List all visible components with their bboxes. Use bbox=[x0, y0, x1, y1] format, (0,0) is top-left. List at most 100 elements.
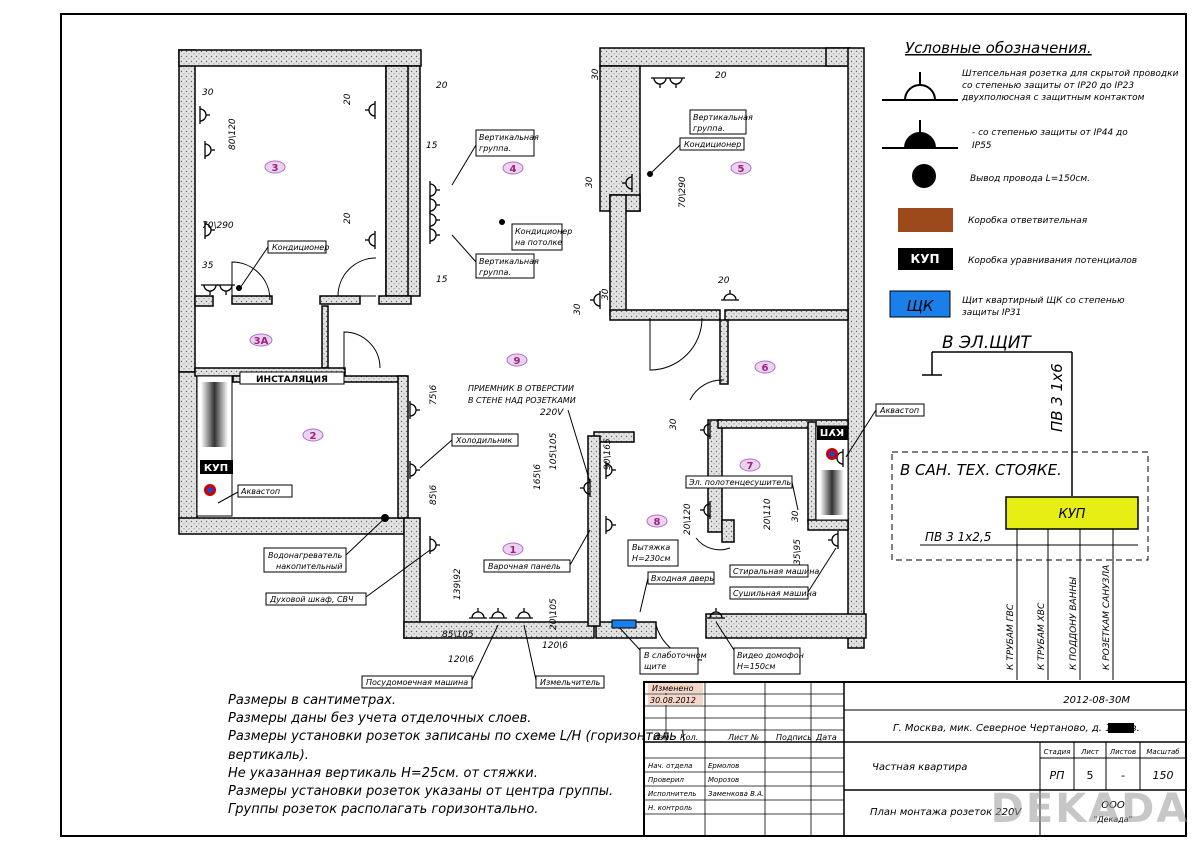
svg-text:Кол.: Кол. bbox=[680, 733, 698, 742]
svg-text:Частная квартира: Частная квартира bbox=[872, 762, 967, 773]
svg-text:Дата: Дата bbox=[815, 733, 837, 742]
kup-box-left: КУП bbox=[200, 460, 233, 496]
dim: 80\120 bbox=[228, 118, 238, 150]
dim: 70\290 bbox=[202, 221, 234, 231]
legend-title: Условные обозначения. bbox=[905, 39, 1092, 57]
note-line: Размеры установки розеток записаны по сх… bbox=[228, 729, 686, 745]
riser-branch: К РОЗЕТКАМ САНУЗЛА bbox=[1102, 565, 1112, 670]
label-heater-b: накопительный bbox=[276, 562, 342, 571]
dim: 20\105 bbox=[549, 598, 559, 630]
svg-text:Листов: Листов bbox=[1109, 748, 1136, 756]
dim: 35\95 bbox=[793, 539, 803, 565]
label-vert2-a: Вертикальная bbox=[479, 257, 539, 266]
room-marker: 9 bbox=[506, 353, 528, 367]
dim: 20 bbox=[718, 276, 730, 286]
label-hood-b: H=230см bbox=[632, 554, 670, 563]
legend: Условные обозначения. Штепсельная розетк… bbox=[882, 39, 1179, 318]
room-number: 3 bbox=[272, 163, 279, 174]
room-number: 7 bbox=[747, 461, 754, 472]
dim: 30 bbox=[573, 303, 583, 315]
dim: 139\92 bbox=[453, 568, 463, 600]
dim: 20 bbox=[343, 212, 353, 224]
svg-text:ЩК: ЩК bbox=[906, 297, 934, 315]
label-hob: Варочная панель bbox=[488, 562, 561, 571]
svg-text:Заменкова В.А.: Заменкова В.А. bbox=[708, 790, 764, 798]
label-ac1: Кондиционер bbox=[272, 243, 329, 252]
note-line: Размеры установки розеток указаны от цен… bbox=[228, 784, 614, 800]
label-oven: Духовой шкаф, СВЧ bbox=[269, 595, 354, 604]
dim: 20 bbox=[715, 71, 727, 81]
dim: 30 bbox=[601, 288, 611, 300]
panel-shk bbox=[611, 619, 637, 629]
label-aquastop2: Аквастоп bbox=[879, 406, 919, 415]
label-grinder: Измельчитель bbox=[540, 678, 601, 687]
label-vert3-b: группа. bbox=[693, 124, 725, 133]
title-block bbox=[643, 681, 1187, 837]
dim: 20 bbox=[343, 93, 353, 105]
svg-text:Лист №: Лист № bbox=[727, 733, 759, 742]
sheet-border bbox=[60, 13, 1187, 837]
dim: 20\120 bbox=[683, 503, 693, 535]
svg-text:2012-08-30М: 2012-08-30М bbox=[1063, 695, 1130, 706]
svg-text:Ермолов: Ермолов bbox=[708, 762, 739, 770]
room-marker: 6 bbox=[754, 360, 776, 374]
svg-text:Г. Москва, мик. Северное Черта: Г. Москва, мик. Северное Чертаново, д. 1… bbox=[893, 723, 1140, 734]
legend-text: со степенью защиты от IP20 до IP23 bbox=[962, 81, 1134, 91]
svg-text:"Декада": "Декада" bbox=[1094, 815, 1133, 824]
label-receiver-a: ПРИЕМНИК В ОТВЕРСТИИ bbox=[468, 384, 574, 393]
room-marker: 3 bbox=[264, 160, 286, 174]
svg-text:Проверил: Проверил bbox=[648, 776, 684, 784]
room-marker: 8 bbox=[646, 514, 668, 528]
watermark: DEKADA bbox=[991, 786, 1190, 832]
riser-branch: К ТРУБАМ ХВС bbox=[1037, 602, 1047, 670]
svg-text:КУП: КУП bbox=[910, 252, 939, 266]
riser-diagram: В ЭЛ.ЩИТ ПВ 3 1х6 В САН. ТЕХ. СТОЯКЕ. КУ… bbox=[891, 333, 1149, 680]
installation-block: ИНСТАЛЯЦИЯ bbox=[239, 371, 345, 385]
note-line: Группы розеток располагать горизонтально… bbox=[228, 802, 539, 818]
label-fridge: Холодильник bbox=[455, 436, 512, 445]
svg-text:150: 150 bbox=[1153, 769, 1174, 782]
riser-cable-branch: ПВ 3 1х2,5 bbox=[925, 530, 991, 544]
dim: 15 bbox=[436, 275, 448, 285]
note-line: вертикаль). bbox=[228, 747, 309, 763]
room-number: 4 bbox=[510, 164, 517, 175]
legend-text: Коробка ответвительная bbox=[968, 216, 1088, 226]
dim: 30 bbox=[669, 418, 679, 430]
title-block-text: Изменено 30.08.2012 2012-08-30М Г. Москв… bbox=[648, 683, 1190, 832]
notes: Размеры в сантиметрах. Размеры даны без … bbox=[228, 692, 686, 819]
legend-junction-box-icon bbox=[898, 208, 953, 232]
legend-text: Коробка уравнивания потенциалов bbox=[968, 256, 1137, 266]
room-markers: 3 4 5 3А 9 6 2 7 8 1 bbox=[249, 160, 776, 556]
plan-sockets bbox=[199, 77, 844, 619]
label-entrance: Входная дверь bbox=[651, 574, 714, 583]
svg-text:РП: РП bbox=[1050, 769, 1065, 782]
dim: 30 bbox=[202, 88, 214, 98]
label-intercom-a: Видео домофон bbox=[737, 651, 804, 660]
room-marker: 4 bbox=[502, 161, 524, 175]
label-receiver-c: 220V bbox=[540, 408, 564, 418]
room-marker: 3А bbox=[249, 333, 273, 347]
legend-socket-icon bbox=[882, 72, 958, 101]
svg-text:Морозов: Морозов bbox=[708, 776, 739, 784]
riser-title: В САН. ТЕХ. СТОЯКЕ. bbox=[900, 461, 1062, 479]
svg-text:Нач. отдела: Нач. отдела bbox=[648, 762, 692, 770]
legend-socket-ip44-icon bbox=[882, 120, 958, 149]
dim: 120\6 bbox=[542, 641, 568, 651]
label-heater-a: Водонагреватель bbox=[268, 551, 342, 560]
note-line: Размеры в сантиметрах. bbox=[228, 693, 397, 708]
riser-to-panel: В ЭЛ.ЩИТ bbox=[942, 333, 1032, 353]
riser-shafts bbox=[196, 375, 849, 521]
dim: 30 bbox=[585, 176, 595, 188]
svg-text:КУП: КУП bbox=[1059, 507, 1086, 522]
floor-plan bbox=[178, 47, 867, 649]
legend-text: - со степенью защиты от IP44 до bbox=[972, 128, 1128, 138]
svg-text:КУП: КУП bbox=[204, 463, 228, 474]
room-number: 5 bbox=[738, 164, 745, 175]
dimension-labels: 30 80\120 70\290 35 20 20 15 15 20 30 20… bbox=[202, 68, 803, 665]
room-number: 1 bbox=[510, 545, 517, 556]
svg-text:Масштаб: Масштаб bbox=[1146, 748, 1180, 756]
svg-text:Стадия: Стадия bbox=[1044, 748, 1071, 756]
svg-text:Исполнитель: Исполнитель bbox=[648, 790, 697, 798]
label-ac-ceiling-b: на потолке bbox=[515, 238, 562, 247]
svg-text:ООО: ООО bbox=[1101, 800, 1125, 811]
